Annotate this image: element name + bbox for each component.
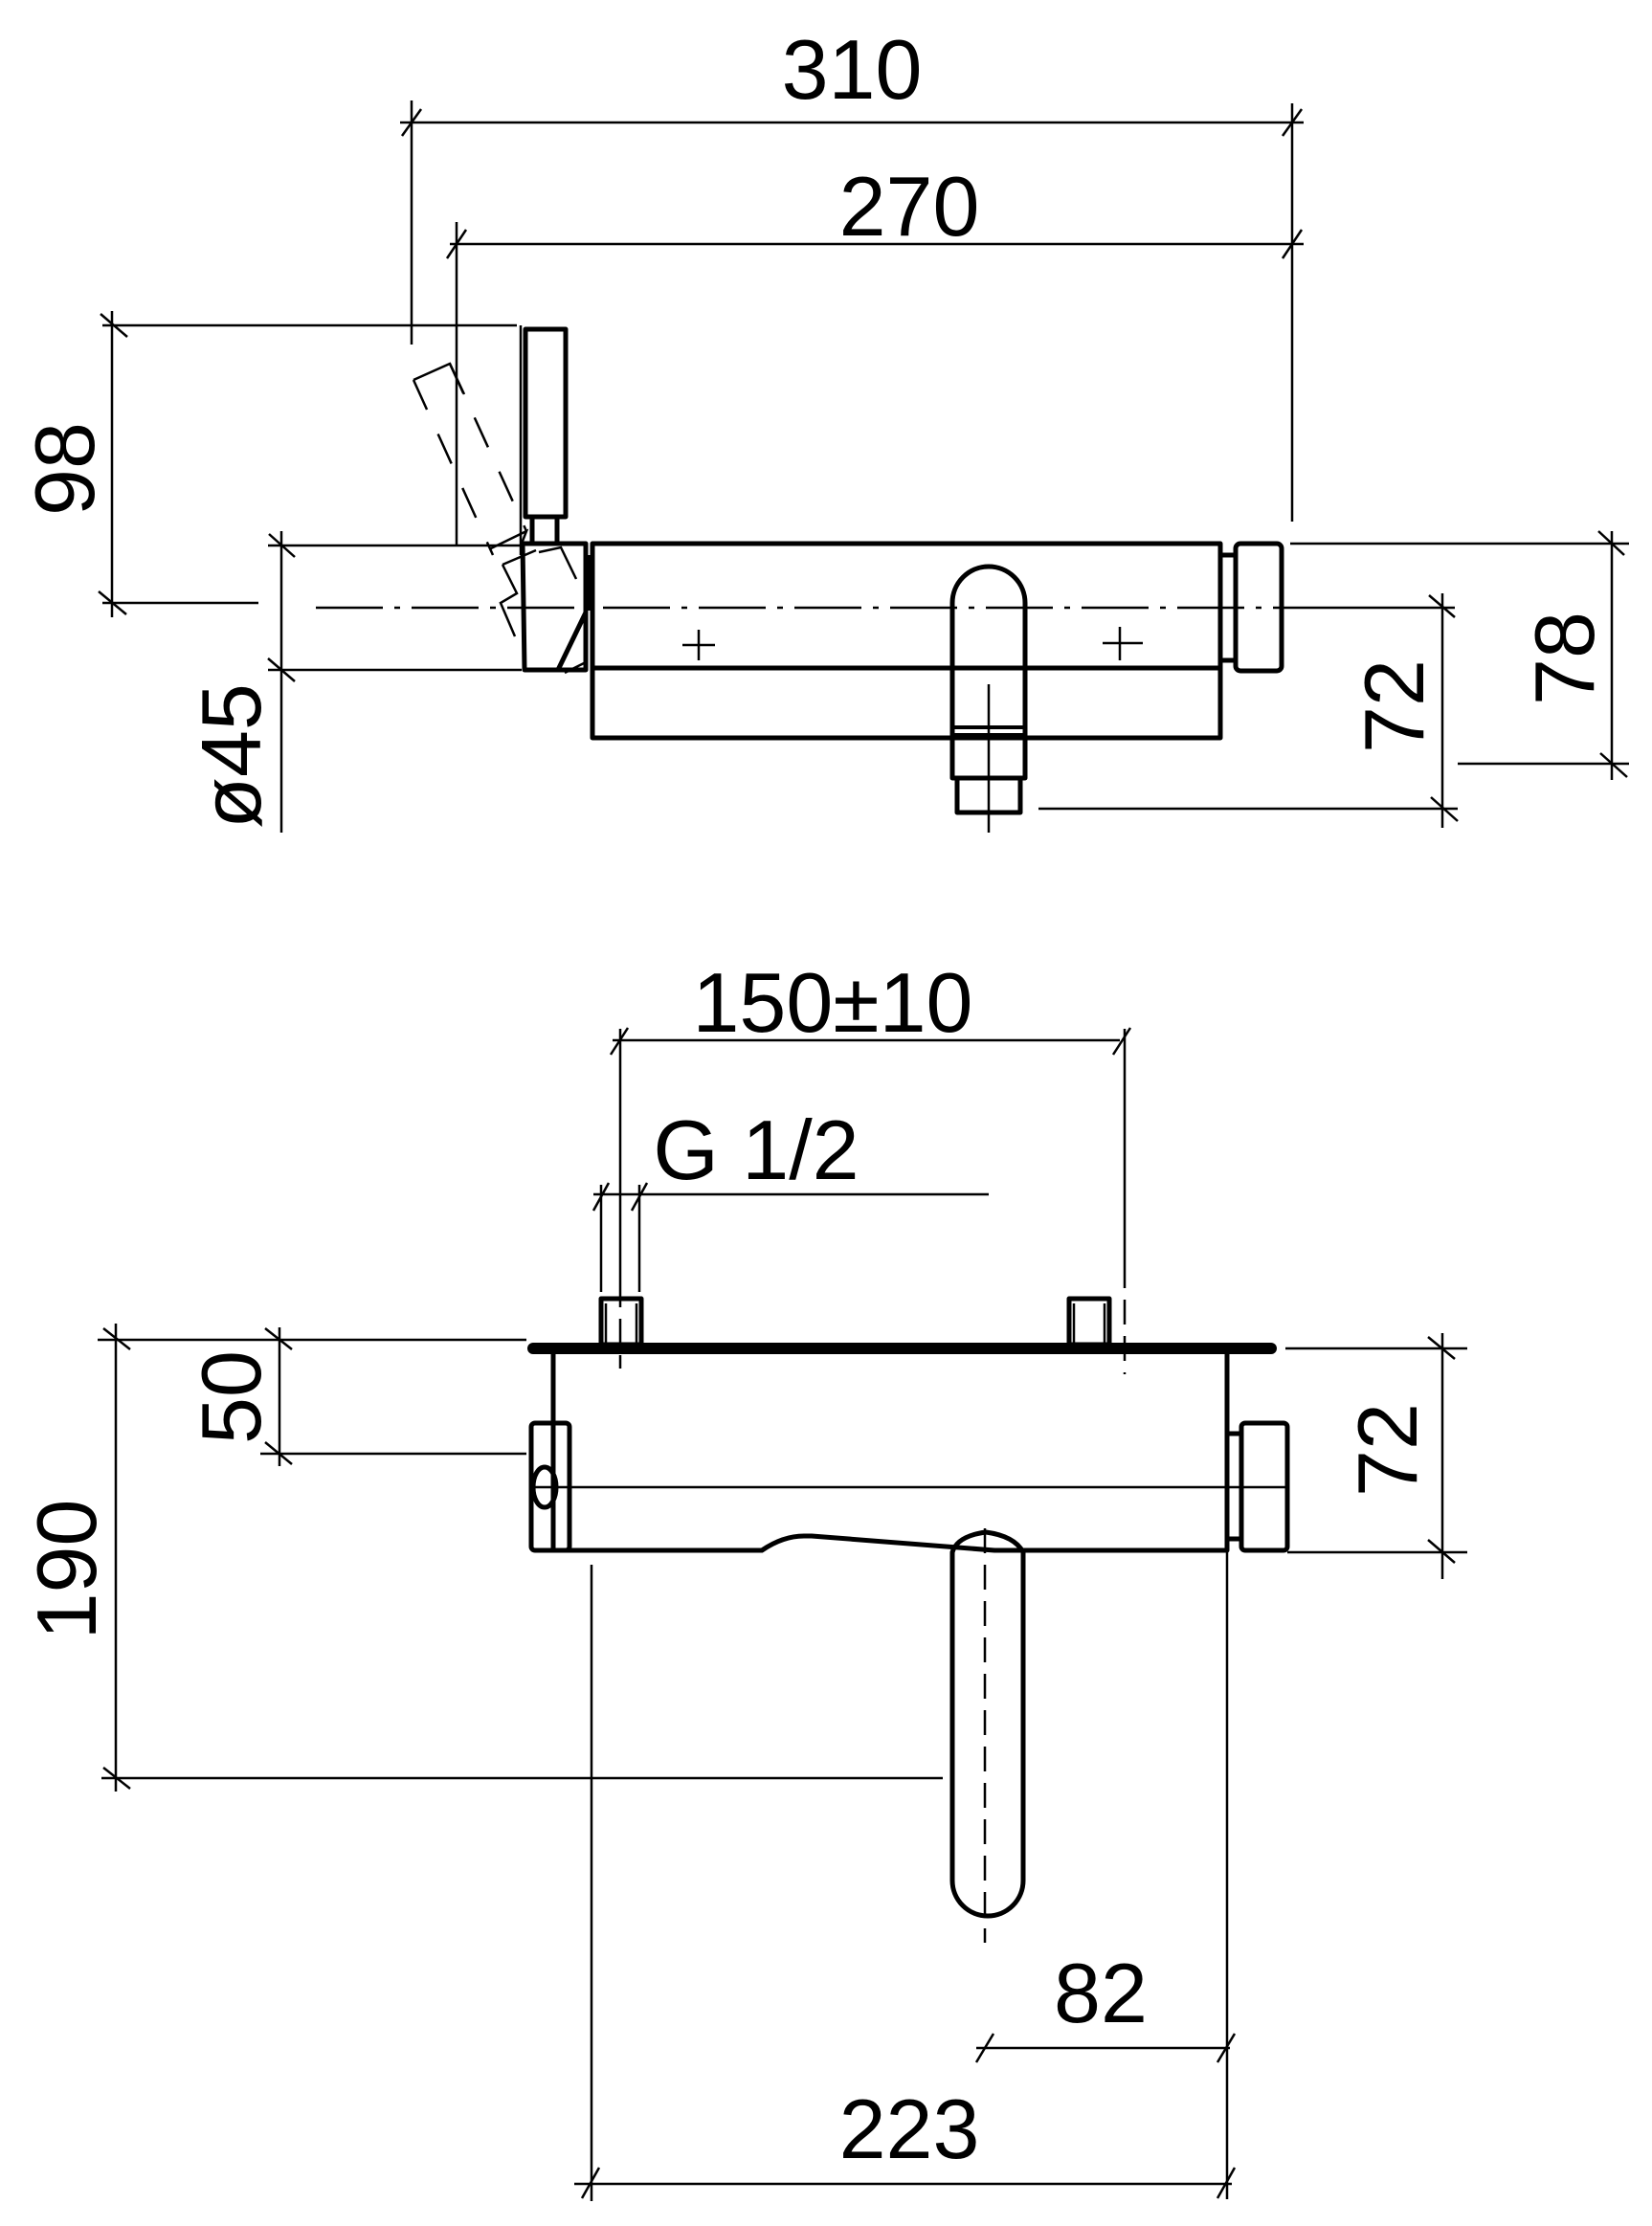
dimension-98: 98: [17, 311, 517, 617]
dimension-50: 50: [184, 1327, 526, 1466]
dimension-label-82: 82: [1054, 1946, 1148, 2040]
inlet-connectors: [598, 1263, 1127, 1374]
mixer-body: [587, 541, 1223, 741]
dimension-82: 82: [974, 1946, 1237, 2063]
dimension-label-310: 310: [782, 22, 923, 117]
dimension-150: 150±10: [609, 955, 1132, 1282]
dimension-label-50: 50: [184, 1350, 279, 1444]
top-view: 310 270 98 ø45: [17, 22, 1629, 833]
dimension-72-front: 72: [1285, 1333, 1467, 1579]
dimension-label-72-front: 72: [1340, 1403, 1435, 1497]
lever-handle: [519, 325, 589, 673]
dimension-72-top: 72: [1038, 593, 1459, 828]
mixer-body-front: [531, 1353, 1287, 1553]
dimension-label-78: 78: [1517, 612, 1612, 705]
right-end-cap: [1227, 1420, 1290, 1553]
lever-handle-alt-position: [412, 362, 587, 675]
dimension-label-190: 190: [19, 1500, 114, 1640]
dimension-310: 310: [400, 22, 1304, 522]
dimension-label-270: 270: [839, 159, 980, 254]
dimension-diameter-45: ø45: [184, 531, 522, 833]
spout-front: [949, 1528, 1026, 1943]
dimension-label-98: 98: [17, 422, 112, 516]
dimension-270: 270: [445, 159, 1304, 545]
dimension-label-223: 223: [839, 2081, 980, 2176]
dimension-78: 78: [1290, 530, 1629, 780]
dimension-label-150: 150±10: [692, 955, 972, 1050]
thermostat-knob: [1222, 541, 1284, 674]
dimension-label-72-top: 72: [1347, 659, 1441, 753]
dimension-190: 190: [19, 1324, 943, 1792]
dimension-label-diameter-45: ø45: [184, 683, 279, 829]
left-end-cap: [528, 1420, 572, 1553]
dimension-g-half: G 1/2: [592, 1102, 989, 1292]
dimension-223: 223: [574, 2081, 1237, 2199]
front-view: 150±10 G 1/2: [19, 955, 1467, 2201]
spout-top: [949, 564, 1028, 833]
dimension-label-g-half: G 1/2: [653, 1102, 859, 1197]
